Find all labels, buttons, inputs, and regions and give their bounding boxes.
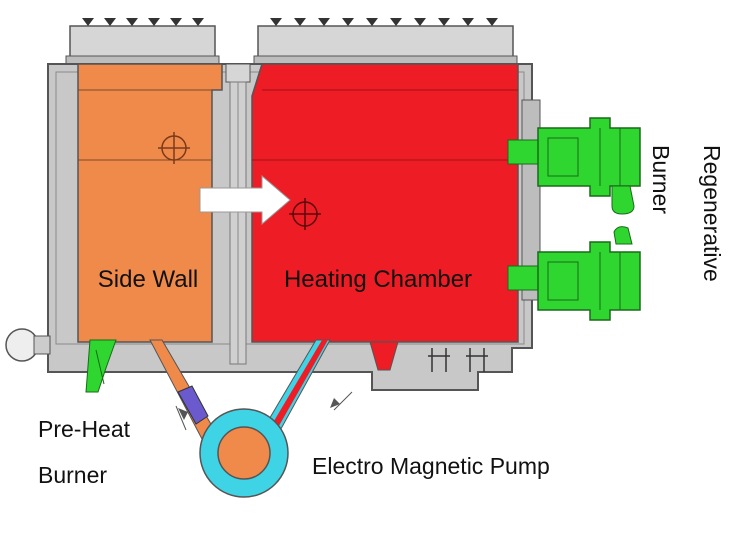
- side-wall-crosshair: [158, 132, 190, 164]
- regenerative-label-line2: Burner: [648, 145, 674, 214]
- preheat-burner-label: Pre-Heat Burner: [38, 416, 131, 488]
- side-wall-label: Side Wall: [98, 266, 198, 293]
- bottom-fittings: [428, 348, 488, 372]
- heating-chamber-crosshair: [289, 198, 321, 230]
- top-lid-left: [65, 18, 220, 65]
- pump-label: Electro Magnetic Pump: [312, 453, 550, 479]
- regenerative-label-line1: Regenerative: [699, 145, 725, 282]
- heating-chamber: [251, 63, 519, 371]
- side-wall-chamber: [77, 63, 223, 343]
- regenerative-burner-bottom: [507, 226, 641, 321]
- divider-wall: [225, 63, 251, 365]
- regenerative-burner-label: Regenerative Burner: [648, 145, 725, 282]
- preheat-label-line2: Burner: [38, 462, 107, 488]
- heating-chamber-label: Heating Chamber: [284, 266, 472, 293]
- electromagnetic-pump: [149, 339, 353, 498]
- preheat-label-line1: Pre-Heat: [38, 416, 131, 442]
- flow-arrow: [199, 174, 291, 226]
- preheat-burner: [5, 328, 117, 393]
- top-lid-right: [253, 18, 518, 65]
- regenerative-burner-top: [507, 117, 641, 215]
